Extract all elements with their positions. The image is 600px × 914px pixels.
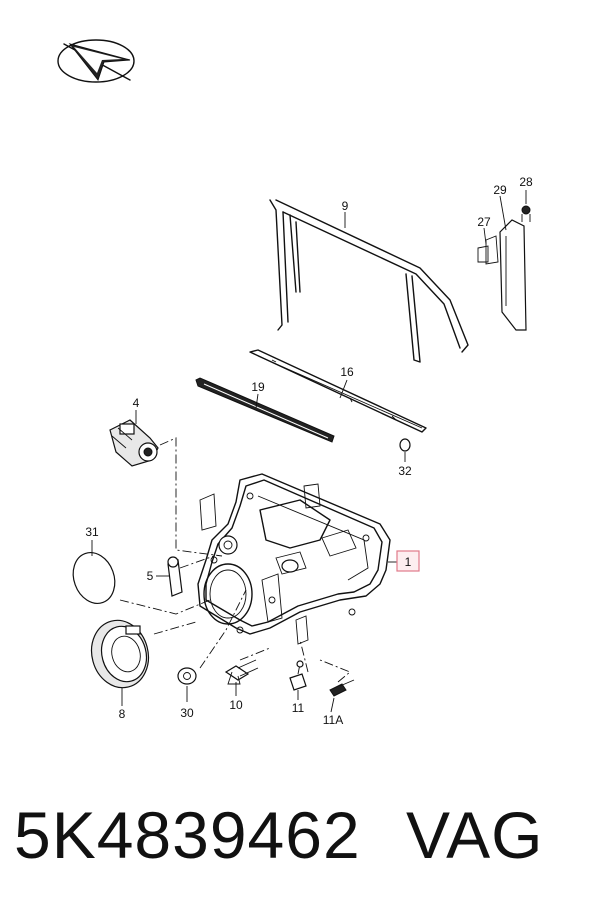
callout-9: 9 xyxy=(342,199,349,213)
clip-part xyxy=(289,660,307,691)
callout-10: 10 xyxy=(229,698,243,712)
callout-27: 27 xyxy=(477,215,491,229)
expanding-rivet-part xyxy=(224,659,259,685)
loudspeaker-part xyxy=(90,619,150,689)
callout-30: 30 xyxy=(180,706,194,720)
grommet-part xyxy=(399,438,411,452)
cover-disc-part xyxy=(72,552,116,604)
lever-bolt-part xyxy=(167,556,183,597)
assembly-lines xyxy=(119,437,351,683)
brand-text: VAG xyxy=(406,798,544,872)
callout-4: 4 xyxy=(133,396,140,410)
callout-31: 31 xyxy=(85,525,99,539)
callout-19: 19 xyxy=(251,380,265,394)
callout-29: 29 xyxy=(493,183,507,197)
callout-1: 1 xyxy=(405,555,412,569)
window-guide-channel-part xyxy=(269,199,469,363)
pillar-trim-part xyxy=(477,205,531,331)
callout-16: 16 xyxy=(340,365,354,379)
leader-lines xyxy=(91,190,527,713)
nut-part xyxy=(177,667,197,685)
callout-11a: 11A xyxy=(323,713,343,727)
callout-8: 8 xyxy=(119,707,126,721)
regulator-motor-part xyxy=(109,419,159,467)
callout-32: 32 xyxy=(398,464,412,478)
part-number-text: 5K4839462 xyxy=(14,798,361,872)
screw-part xyxy=(329,679,355,697)
inner-window-seal-part xyxy=(195,377,335,443)
window-seal-strip-part xyxy=(249,349,427,433)
callout-28: 28 xyxy=(519,175,533,189)
callout-1-highlight-box xyxy=(396,550,420,572)
direction-logo-icon xyxy=(57,39,135,83)
callout-labels: 9 29 28 27 16 19 32 4 5 31 8 30 10 11 11… xyxy=(85,175,533,727)
callout-5: 5 xyxy=(147,569,154,583)
footer-bar: 5K4839462 VAG xyxy=(14,795,586,885)
callout-11: 11 xyxy=(292,701,305,715)
door-module-carrier-part xyxy=(197,473,391,645)
